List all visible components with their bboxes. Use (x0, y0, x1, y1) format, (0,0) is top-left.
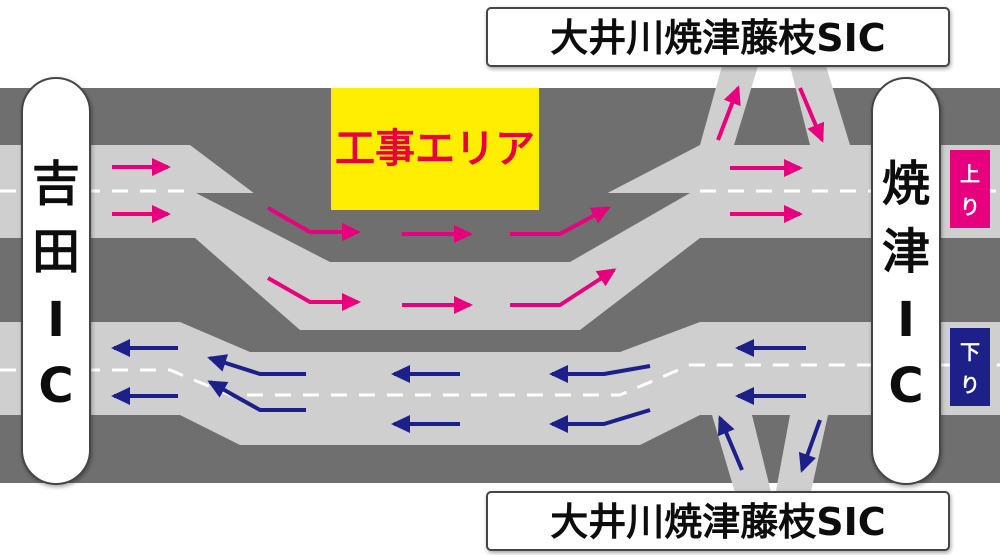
arrow-left-icon (549, 408, 651, 433)
right-ic-char-1: 焼 (882, 156, 930, 212)
arrow-right-icon (112, 205, 171, 223)
left-ic-char-2: 田 (32, 224, 80, 280)
arrow-left-icon (111, 387, 178, 405)
arrow-left-icon (207, 354, 306, 376)
up-badge-box (950, 150, 990, 228)
work-area-label: 工事エリア (335, 126, 535, 172)
up-direction-badge: 上 り (950, 150, 990, 228)
arrow-right-icon (267, 276, 361, 311)
arrow-left-icon (549, 364, 651, 383)
up-exit-ramp (700, 66, 758, 145)
right-ic-char-2: 津 (882, 224, 930, 280)
upbound-lane-divider (196, 193, 690, 262)
arrow-right-icon (510, 268, 617, 307)
arrow-right-icon (798, 87, 825, 143)
sic-bottom-label: 大井川焼津藤枝SIC (550, 500, 885, 544)
down-direction-badge: 下 り (950, 328, 990, 406)
down-badge-char-2: り (960, 373, 980, 397)
left-ic-char-4: C (38, 358, 73, 414)
arrow-left-icon (735, 387, 806, 405)
arrow-left-icon (111, 339, 178, 357)
left-ic-char-3: I (47, 292, 65, 348)
arrow-right-icon (510, 206, 611, 236)
arrow-right-icon (267, 206, 361, 241)
sic-bottom-sign: 大井川焼津藤枝SIC (486, 491, 950, 551)
right-ic-sign: 焼 津 I C (871, 77, 941, 485)
left-ic-char-1: 吉 (32, 156, 80, 212)
up-entry-ramp (790, 66, 850, 145)
upbound-arrows (112, 85, 825, 314)
right-ic-box (871, 77, 941, 485)
left-ic-sign: 吉 田 I C (21, 77, 91, 485)
arrow-left-icon (391, 415, 460, 433)
arrow-right-icon (730, 205, 803, 223)
up-badge-char-2: り (960, 195, 980, 219)
arrow-left-icon (798, 419, 822, 473)
sic-top-box (486, 7, 950, 67)
down-lane-dash (0, 363, 1000, 397)
arrow-left-icon (735, 339, 806, 357)
arrow-right-icon (730, 159, 803, 177)
arrow-right-icon (402, 225, 473, 243)
arrow-right-icon (402, 296, 473, 314)
downbound-arrows (111, 339, 822, 473)
arrow-left-icon (207, 380, 306, 412)
up-badge-char-1: 上 (960, 162, 980, 186)
down-badge-char-1: 下 (960, 340, 980, 364)
arrow-right-icon (112, 158, 171, 176)
work-area: 工事エリア (331, 88, 539, 210)
arrow-left-icon (717, 415, 744, 471)
sic-top-sign: 大井川焼津藤枝SIC (486, 7, 950, 67)
right-ic-char-4: C (888, 358, 923, 414)
arrow-left-icon (391, 365, 460, 383)
sic-bottom-box (486, 491, 950, 551)
arrow-right-icon (716, 85, 741, 141)
work-area-box (331, 88, 539, 210)
left-ic-box (21, 77, 91, 485)
right-ic-char-3: I (897, 292, 915, 348)
sic-top-label: 大井川焼津藤枝SIC (550, 16, 885, 60)
down-badge-box (950, 328, 990, 406)
